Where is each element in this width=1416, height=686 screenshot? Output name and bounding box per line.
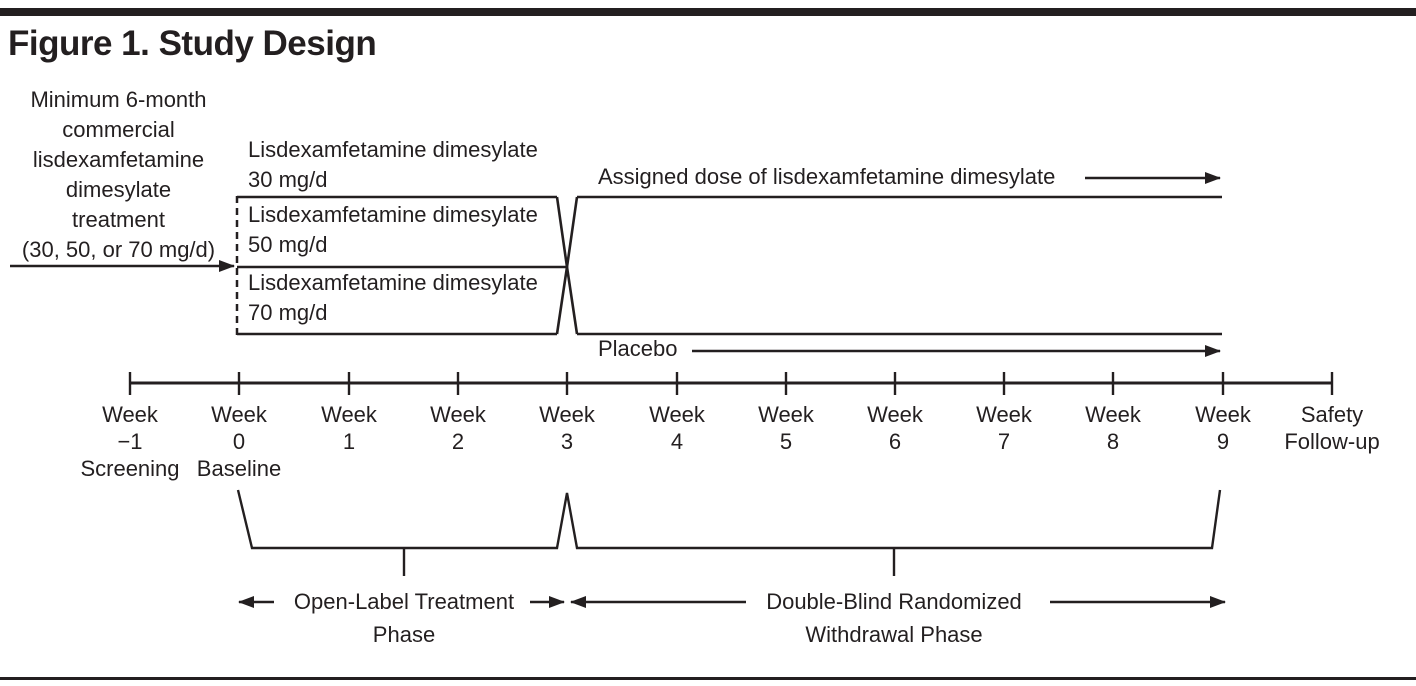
timeline-tick-label: Week 9 xyxy=(1195,402,1251,454)
timeline-tick-label: Week 5 xyxy=(758,402,814,454)
timeline-tick-label: Week 8 xyxy=(1085,402,1141,454)
arm-dose: 50 mg/d xyxy=(248,232,328,257)
assigned-dose-label: Assigned dose of lisdexamfetamine dimesy… xyxy=(598,164,1056,189)
arm-drug-name: Lisdexamfetamine dimesylate xyxy=(248,137,538,162)
timeline-tick-label: Week 1 xyxy=(321,402,377,454)
arm-label-50mg: Lisdexamfetamine dimesylate 50 mg/d xyxy=(248,200,538,260)
randomization-crossover-lines xyxy=(555,196,579,335)
timeline-tick-label: Week 0 Baseline xyxy=(196,402,282,481)
pre-treatment-note-line: lisdexamfetamine xyxy=(32,147,205,172)
timeline-tick-label: Week 2 xyxy=(430,402,486,454)
pre-treatment-note: Minimum 6-month commercial lisdexamfetam… xyxy=(0,85,237,265)
timeline-tick-label: Week 6 xyxy=(867,402,923,454)
top-rule xyxy=(0,8,1416,16)
arm-dose: 30 mg/d xyxy=(248,167,328,192)
arm-label-70mg: Lisdexamfetamine dimesylate 70 mg/d xyxy=(248,268,538,328)
timeline-tick-label: Safety Follow-up xyxy=(1284,402,1380,454)
figure-title: Figure 1. Study Design xyxy=(8,24,377,63)
pre-treatment-note-line: (30, 50, or 70 mg/d) xyxy=(21,237,216,262)
pre-treatment-note-line: commercial xyxy=(62,117,175,142)
timeline-tick-label: Week 4 xyxy=(649,402,705,454)
timeline-tick-label: Week −1 Screening xyxy=(80,402,180,481)
timeline-tick-marks xyxy=(128,372,1334,395)
placebo-label: Placebo xyxy=(598,336,678,361)
arm-drug-name: Lisdexamfetamine dimesylate xyxy=(248,270,538,295)
arm-label-30mg: Lisdexamfetamine dimesylate 30 mg/d xyxy=(248,135,538,195)
pre-treatment-note-line: Minimum 6-month xyxy=(30,87,207,112)
arm-drug-name: Lisdexamfetamine dimesylate xyxy=(248,202,538,227)
pre-treatment-note-line: dimesylate xyxy=(65,177,172,202)
open-label-arm-lines xyxy=(237,195,566,336)
open-label-phase-label: Open-Label Treatment Phase xyxy=(293,589,515,647)
arm-dose: 70 mg/d xyxy=(248,300,328,325)
timeline-tick-label: Week 7 xyxy=(976,402,1032,454)
phase-brackets xyxy=(236,489,1222,576)
double-blind-phase-label: Double-Blind Randomized Withdrawal Phase xyxy=(766,589,1022,647)
timeline-tick-label: Week 3 xyxy=(539,402,595,454)
pre-treatment-note-line: treatment xyxy=(72,207,165,232)
double-blind-arm-lines xyxy=(577,195,1222,336)
bottom-rule xyxy=(0,677,1416,680)
